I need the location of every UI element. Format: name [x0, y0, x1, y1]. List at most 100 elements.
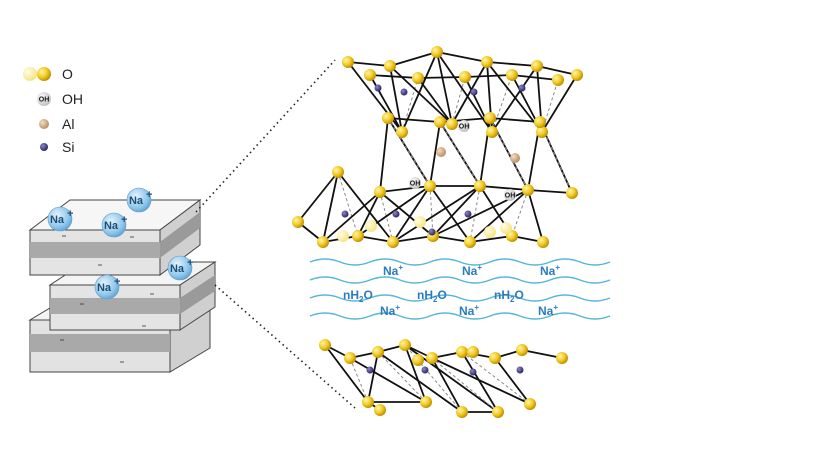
oxygen-atom — [424, 180, 436, 192]
bond-line — [429, 121, 441, 187]
bond-line — [401, 77, 419, 133]
na-ion-label: Na — [170, 263, 185, 275]
silicon-icon — [40, 143, 48, 151]
bond-line — [436, 51, 453, 125]
na-ion-charge: + — [146, 189, 152, 201]
aluminum-icon — [39, 119, 49, 129]
oxygen-atom — [372, 346, 384, 358]
layered-clay-block — [28, 59, 356, 409]
slab-na-ions: Na + Na + Na + Na + Na + — [47, 187, 193, 300]
bond-line — [511, 189, 529, 237]
oxygen-atom — [364, 69, 376, 81]
legend: O OH OH Al Si — [23, 66, 83, 155]
oxygen-atom — [319, 339, 331, 351]
oxygen-atom — [481, 56, 493, 68]
oxygen-atom — [382, 112, 394, 124]
bond-line — [322, 191, 381, 243]
hydroxyl-atom — [504, 189, 516, 201]
bond-line — [349, 357, 427, 403]
oxygen-atom — [362, 396, 374, 408]
bond-line — [494, 357, 531, 405]
oh-label: OH — [410, 181, 421, 188]
oh-label: OH — [505, 193, 516, 200]
interlayer-water-waves — [309, 258, 611, 320]
bond-line — [337, 171, 394, 243]
oxygen-atom — [534, 116, 546, 128]
silicon-atom — [464, 210, 472, 218]
na-ion: Na + — [101, 212, 127, 238]
na-ion-label: Na — [50, 214, 65, 226]
bond-line — [377, 351, 463, 413]
oxygen-atom-light — [484, 226, 496, 238]
na-ion-label: Na — [97, 282, 112, 294]
silicon-atom — [374, 84, 382, 92]
oxygen-atom-light — [500, 222, 512, 234]
oxygen-atom — [374, 404, 386, 416]
legend-label-silicon: Si — [62, 139, 74, 155]
oxygen-atom — [566, 187, 578, 199]
structure-oh-labels: OH OH OH — [409, 120, 516, 201]
bond-line — [379, 185, 431, 193]
oxygen-atom — [522, 184, 534, 196]
silicon-atom — [341, 210, 349, 218]
oxygen-atom — [556, 352, 568, 364]
oxygen-atom — [342, 56, 354, 68]
bond-line — [486, 61, 543, 133]
interlayer-row-water: nH2O nH2O nH2O — [343, 288, 524, 304]
bond-line — [322, 171, 339, 243]
bond-line — [369, 74, 419, 79]
bond-line — [349, 357, 369, 403]
bond-line — [389, 65, 453, 125]
legend-item-aluminum: Al — [39, 116, 74, 132]
oxygen-atom — [446, 118, 458, 130]
bond-line — [392, 185, 481, 243]
interlayer-na-label: Na+ — [538, 303, 558, 318]
bond-line — [377, 351, 427, 403]
na-ion-label: Na — [129, 195, 144, 207]
bond-line — [389, 65, 403, 133]
bond-line — [536, 65, 578, 76]
bond-line — [379, 117, 389, 193]
silicon-atom — [366, 366, 374, 374]
aluminum-atom — [436, 147, 446, 157]
oxygen-atom — [464, 236, 476, 248]
na-ion-charge: + — [121, 214, 127, 226]
silicon-atom — [470, 88, 478, 96]
oxygen-atom — [459, 71, 471, 83]
interlayer-na-label: Na+ — [380, 303, 400, 318]
oxygen-atom — [399, 339, 411, 351]
oxygen-atom — [374, 186, 386, 198]
oxygen-atom — [332, 166, 344, 178]
bond-line — [347, 61, 391, 67]
oxygen-atom — [456, 406, 468, 418]
oxygen-atom — [531, 60, 543, 72]
silicon-atom — [428, 228, 436, 236]
bond-line — [521, 349, 563, 359]
legend-item-hydroxyl: OH OH — [37, 91, 83, 107]
na-ion: Na + — [167, 255, 193, 281]
oxygen-atom — [506, 69, 518, 81]
bond-line — [379, 191, 434, 237]
interlayer-na-label: Na+ — [459, 303, 479, 318]
oxygen-atom — [486, 126, 498, 138]
bond-line — [436, 51, 488, 63]
bond-line — [527, 189, 544, 243]
bond-line — [439, 121, 481, 187]
oxygen-atom — [387, 236, 399, 248]
oxygen-atom — [484, 112, 496, 124]
na-ion: Na + — [47, 206, 73, 232]
oxygen-atom — [456, 346, 468, 358]
bond-line — [389, 51, 438, 67]
hydroxyl-atom — [409, 177, 421, 189]
oxygen-atom — [396, 126, 408, 138]
oxygen-atom — [434, 116, 446, 128]
bond-line — [511, 74, 559, 81]
interlayer-labels: Na+ Na+ Na+ nH2O nH2O nH2O Na+ Na+ Na+ — [343, 263, 560, 318]
legend-item-oxygen: O — [23, 66, 73, 82]
interlayer-na-label: Na+ — [383, 263, 403, 278]
bond-line — [429, 185, 471, 243]
hydroxyl-icon-glyph: OH — [39, 97, 50, 104]
bond-line — [489, 117, 541, 123]
silicon-atom — [400, 88, 408, 96]
